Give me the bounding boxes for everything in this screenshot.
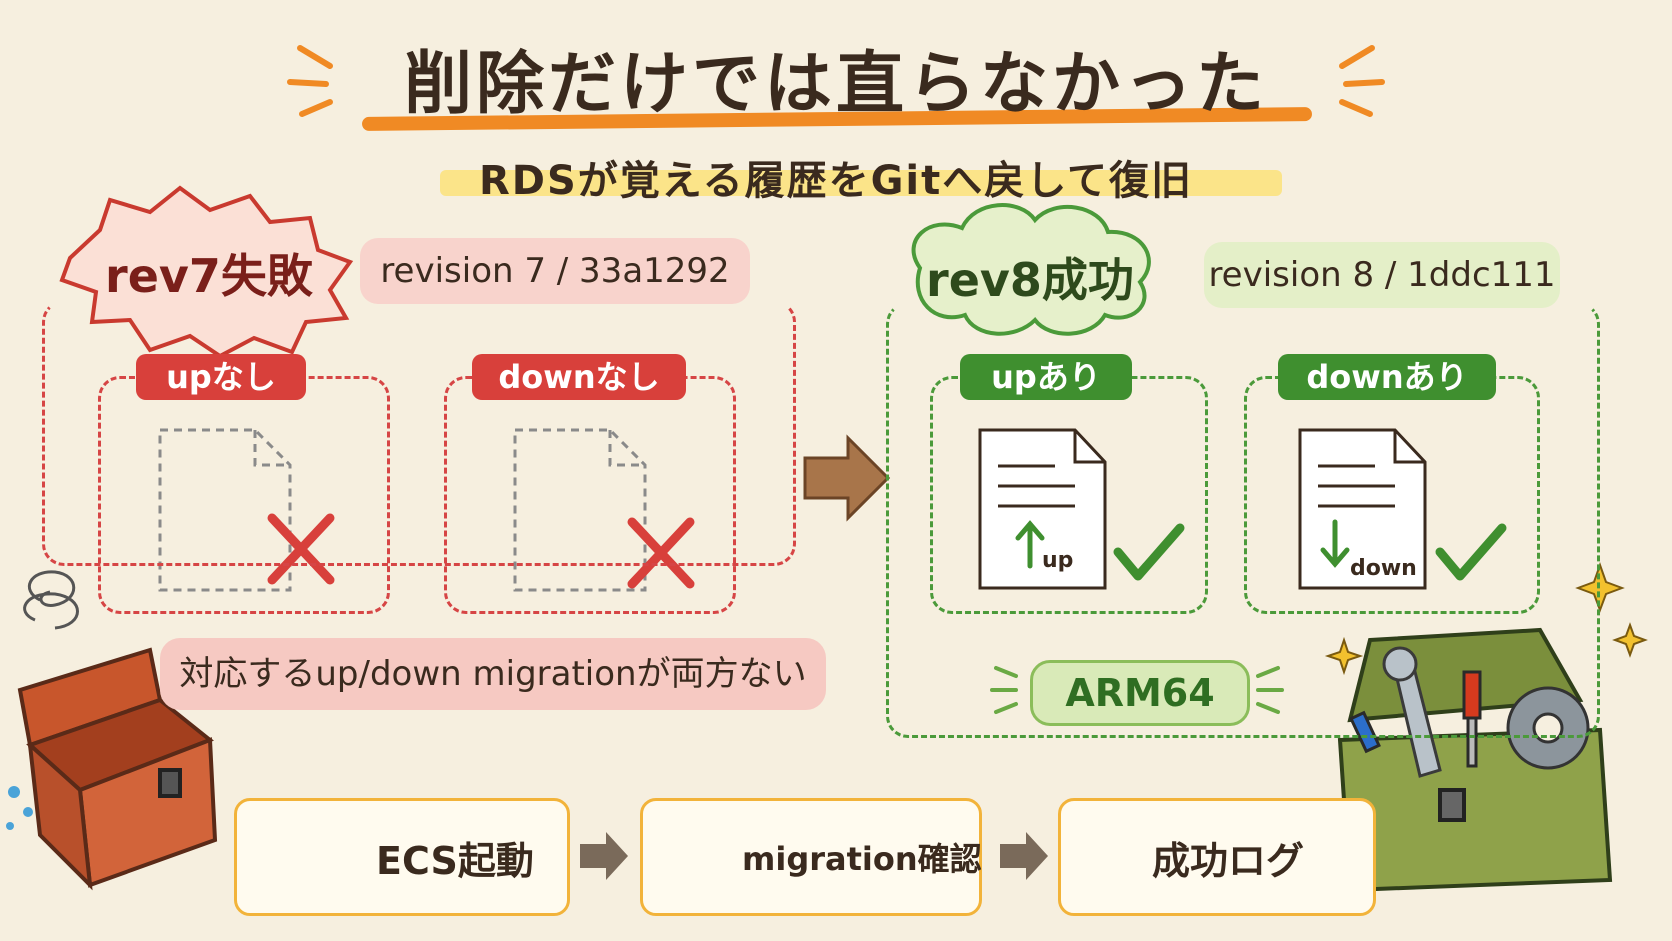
up-arrow-icon [1015,520,1045,569]
sparkle-icon [1324,561,1648,676]
step-ecs-label: ECS起動 [376,839,534,883]
down-file-text: down [1350,556,1417,581]
success-revision: revision 8 / 1ddc111 [1204,242,1560,308]
step-migration-label: migration確認 [742,840,982,878]
page-title: 削除だけでは直らなかった [403,45,1268,124]
up-present-box [930,376,1208,614]
step-ecs [234,798,570,916]
missing-up-x-icon [267,513,335,585]
failure-starburst-icon [59,185,354,359]
failure-frame [42,300,796,566]
left-spark-icon [287,45,333,117]
right-spark-icon [1339,45,1385,117]
down-check-icon [1435,523,1507,581]
failure-revision: revision 7 / 33a1292 [360,238,750,304]
success-frame [886,302,1600,738]
step-success [1058,798,1376,916]
step-arrow-2-icon [1000,832,1048,880]
dizzy-icon [23,570,79,630]
empty-toolbox-icon [17,647,218,891]
step-success-label: 成功ログ [1152,839,1305,883]
success-badge: rev8成功 [926,253,1134,307]
up-check-icon [1113,523,1185,581]
up-file-icon [978,428,1107,590]
sweat-icon [6,786,33,830]
step-arrow-1-icon [580,832,628,880]
screwdriver-icon [1462,670,1482,768]
failure-badge: rev7失敗 [105,249,313,303]
down-missing-tag: downなし [472,354,686,400]
transition-arrow-icon [803,434,891,522]
down-missing-box [444,376,736,614]
wrench-icon [1382,646,1442,778]
up-missing-box [98,376,390,614]
up-file-text: up [1042,548,1074,573]
page-subtitle: RDSが覚える履歴をGitへ戻して復旧 [478,158,1194,204]
failure-reason-note: 対応するup/down migrationが両方ない [160,638,826,710]
subtitle-highlight [440,170,1282,196]
up-present-tag: upあり [960,354,1132,400]
missing-down-x-icon [627,517,695,589]
up-missing-tag: upなし [136,354,306,400]
arm-spark-icon [990,666,1284,714]
arch-badge: ARM64 [1030,660,1250,726]
blue-screwdriver-icon [1349,710,1381,754]
step-migration [640,798,982,916]
down-arrow-icon [1320,519,1350,568]
down-present-tag: downあり [1278,354,1496,400]
success-cloud-icon [911,203,1151,336]
down-file-icon [1298,428,1427,590]
